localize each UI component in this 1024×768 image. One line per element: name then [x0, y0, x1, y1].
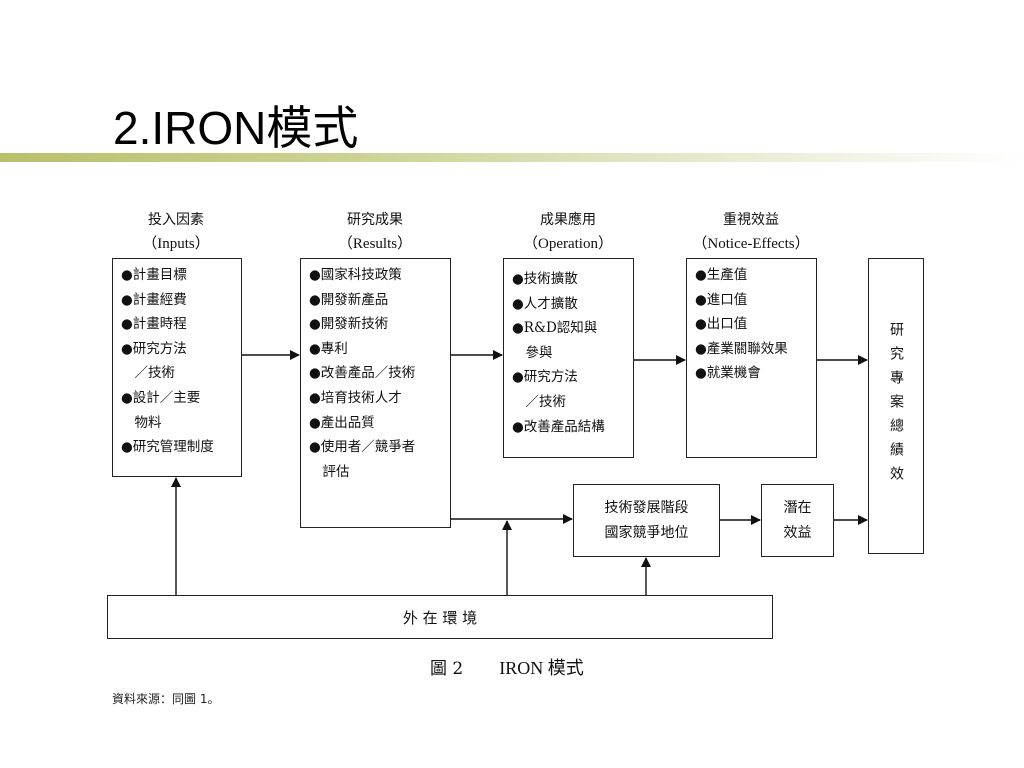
results-item: ●開發新技術 [309, 316, 389, 333]
technology-stage-box: 技術發展階段 國家競爭地位 [573, 484, 720, 557]
effects-heading: 重視效益 （Notice-Effects） [686, 208, 816, 256]
title-underline-bar [0, 153, 1024, 162]
inputs-heading: 投入因素 （Inputs） [112, 208, 240, 256]
inputs-heading-en: （Inputs） [142, 236, 210, 252]
effects-item: ●產業關聯效果 [695, 340, 788, 357]
operation-heading-en: （Operation） [523, 236, 613, 252]
results-item: 評估 [309, 463, 350, 480]
source-note: 資料來源：同圖 1。 [112, 692, 220, 706]
results-heading-en: （Results） [337, 236, 413, 252]
inputs-item: ●計畫目標 [121, 267, 187, 283]
results-item: ●開發新產品 [309, 291, 389, 308]
effects-item: ●出口值 [695, 316, 748, 333]
technology-stage-line: 技術發展階段 [604, 499, 689, 516]
effects-item: ●進口值 [695, 291, 748, 308]
operation-heading: 成果應用 （Operation） [503, 208, 633, 256]
effects-box: ●生產值 ●進口值 ●出口值 ●產業關聯效果 ●就業機會 [686, 258, 817, 458]
inputs-heading-zh: 投入因素 [148, 212, 204, 228]
latent-benefit-box: 潛在 效益 [761, 484, 834, 557]
inputs-item: ●研究管理制度 [121, 439, 214, 456]
results-item: ●產出品質 [309, 414, 375, 431]
national-competitiveness-line: 國家競爭地位 [604, 524, 689, 541]
external-environment-box: 外 在 環 境 [107, 595, 773, 639]
overall-performance-box: 研究專案總績效 [868, 258, 924, 554]
effects-heading-zh: 重視效益 [723, 212, 779, 228]
effects-item: ●生產值 [695, 267, 748, 283]
overall-performance-label: 研究專案總績效 [888, 322, 904, 490]
inputs-item: 物料 [121, 414, 162, 431]
effects-heading-en: （Notice-Effects） [692, 236, 810, 252]
operation-item: ●研究方法 [512, 369, 578, 386]
operation-item: ●技術擴散 [512, 271, 578, 287]
operation-heading-zh: 成果應用 [540, 212, 596, 228]
inputs-item-list: ●計畫目標 ●計畫經費 ●計畫時程 ●研究方法 ／技術 ●設計／主要 物料 ●研… [121, 263, 241, 460]
external-environment-label: 外 在 環 境 [402, 608, 478, 627]
inputs-item: ●計畫經費 [121, 291, 187, 308]
results-heading: 研究成果 （Results） [300, 208, 450, 256]
results-item-list: ●國家科技政策 ●開發新產品 ●開發新技術 ●專利 ●改善產品／技術 ●培育技術… [309, 263, 450, 484]
results-item: ●專利 [309, 340, 348, 357]
results-item: ●改善產品／技術 [309, 365, 416, 382]
effects-item-list: ●生產值 ●進口值 ●出口值 ●產業關聯效果 ●就業機會 [695, 263, 816, 386]
operation-item: ●R&D認知與 [512, 320, 598, 337]
results-box: ●國家科技政策 ●開發新產品 ●開發新技術 ●專利 ●改善產品／技術 ●培育技術… [300, 258, 451, 528]
latent-benefit-line: 效益 [783, 524, 812, 541]
latent-benefit-line: 潛在 [783, 499, 812, 516]
results-item: ●培育技術人才 [309, 389, 402, 406]
slide-title: 2.IRON模式 [113, 102, 359, 154]
inputs-item: ●研究方法 [121, 340, 187, 357]
figure-number: 圖 2 [430, 659, 464, 679]
inputs-box: ●計畫目標 ●計畫經費 ●計畫時程 ●研究方法 ／技術 ●設計／主要 物料 ●研… [112, 258, 242, 477]
results-item: ●國家科技政策 [309, 267, 402, 283]
results-heading-zh: 研究成果 [347, 212, 403, 228]
inputs-item: ●計畫時程 [121, 316, 187, 333]
inputs-item: ●設計／主要 [121, 389, 201, 406]
figure-label: IRON 模式 [499, 658, 584, 678]
operation-item: ／技術 [512, 393, 566, 410]
inputs-item: ／技術 [121, 365, 175, 382]
operation-item: ●人才擴散 [512, 295, 578, 312]
figure-caption: 圖 2 IRON 模式 [430, 654, 584, 680]
results-item: ●使用者／競爭者 [309, 439, 416, 456]
operation-box: ●技術擴散 ●人才擴散 ●R&D認知與 參與 ●研究方法 ／技術 ●改善產品結構 [503, 258, 634, 458]
effects-item: ●就業機會 [695, 365, 761, 382]
operation-item-list: ●技術擴散 ●人才擴散 ●R&D認知與 參與 ●研究方法 ／技術 ●改善產品結構 [512, 267, 633, 439]
operation-item: 參與 [512, 344, 553, 361]
operation-item: ●改善產品結構 [512, 418, 605, 435]
